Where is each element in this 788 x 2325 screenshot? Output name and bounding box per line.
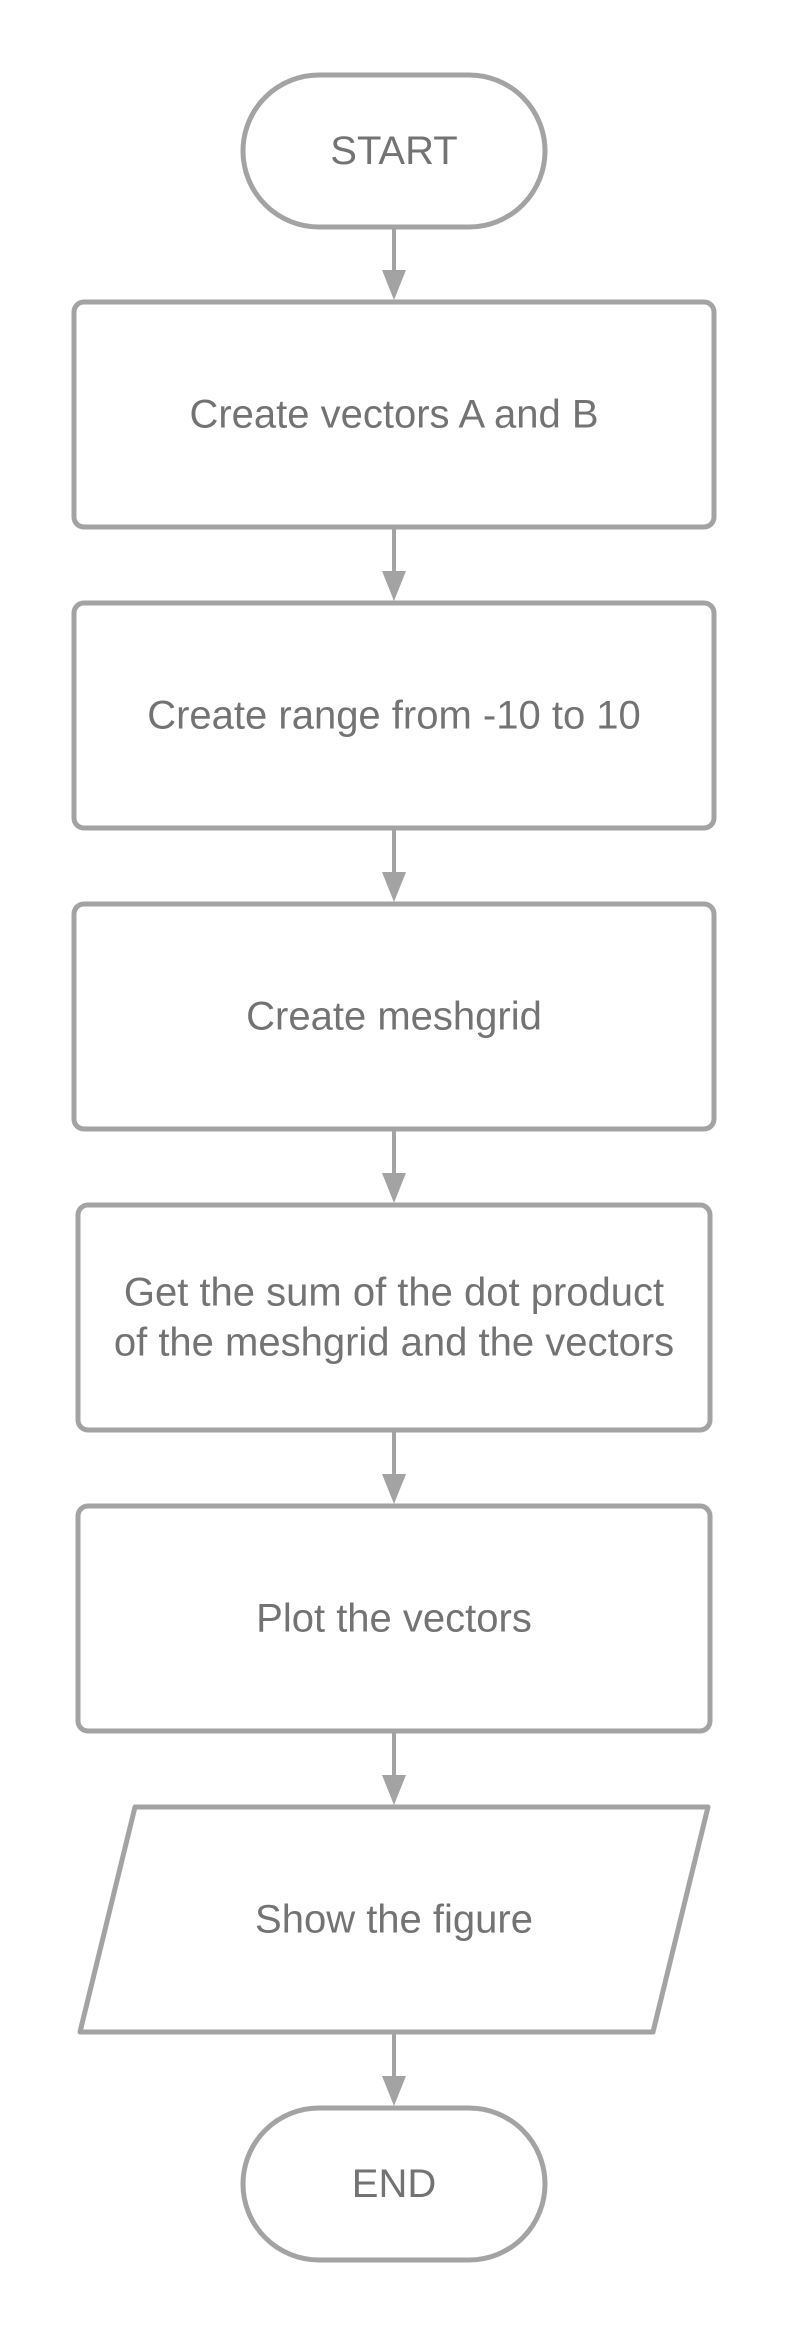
node-label: START bbox=[330, 129, 457, 173]
flowchart-nodes: START Create vectors A and B Create range … bbox=[71, 72, 717, 2263]
connector-start-to-create-vectors bbox=[382, 227, 406, 300]
connector-create-vectors-to-create-range bbox=[382, 527, 406, 601]
arrow-head-icon bbox=[382, 1173, 406, 1203]
process-box-shape bbox=[75, 1202, 713, 1433]
process-box-shape bbox=[71, 901, 717, 1132]
io-parallelogram-shape bbox=[77, 1804, 711, 2035]
node-sum-dot-product: Get the sum of the dot product of the mes… bbox=[75, 1202, 713, 1433]
node-label: of the meshgrid and the vectors bbox=[114, 1321, 674, 1365]
arrow-head-icon bbox=[382, 1775, 406, 1805]
connector-show-figure-to-end bbox=[382, 2032, 406, 2106]
process-box-shape bbox=[71, 299, 717, 530]
node-create-range: Create range from -10 to 10 bbox=[71, 600, 717, 831]
node-label: Get the sum of the dot product bbox=[124, 1271, 664, 1315]
arrow-head-icon bbox=[382, 1474, 406, 1504]
node-end: END bbox=[240, 2105, 548, 2263]
connector-create-range-to-create-meshgrid bbox=[382, 828, 406, 902]
node-label: Create meshgrid bbox=[246, 995, 542, 1039]
node-show-figure: Show the figure bbox=[77, 1804, 711, 2035]
arrow-head-icon bbox=[382, 270, 406, 300]
connectors bbox=[382, 227, 406, 2106]
node-label: Plot the vectors bbox=[256, 1597, 532, 1641]
node-label: Create vectors A and B bbox=[189, 393, 598, 437]
connector-sum-dot-product-to-plot-vectors bbox=[382, 1430, 406, 1504]
arrow-head-icon bbox=[382, 872, 406, 902]
node-label: Create range from -10 to 10 bbox=[147, 694, 641, 738]
process-box-shape bbox=[71, 600, 717, 831]
node-label: END bbox=[352, 2162, 436, 2206]
terminal-shape bbox=[240, 72, 548, 230]
terminal-shape bbox=[240, 2105, 548, 2263]
node-label: Show the figure bbox=[255, 1898, 533, 1942]
node-start: START bbox=[240, 72, 548, 230]
node-create-meshgrid: Create meshgrid bbox=[71, 901, 717, 1132]
arrow-head-icon bbox=[382, 571, 406, 601]
process-box-shape bbox=[75, 1503, 713, 1734]
node-create-vectors: Create vectors A and B bbox=[71, 299, 717, 530]
arrow-head-icon bbox=[382, 2076, 406, 2106]
connector-plot-vectors-to-show-figure bbox=[382, 1731, 406, 1805]
connector-create-meshgrid-to-sum-dot-product bbox=[382, 1129, 406, 1203]
node-plot-vectors: Plot the vectors bbox=[75, 1503, 713, 1734]
